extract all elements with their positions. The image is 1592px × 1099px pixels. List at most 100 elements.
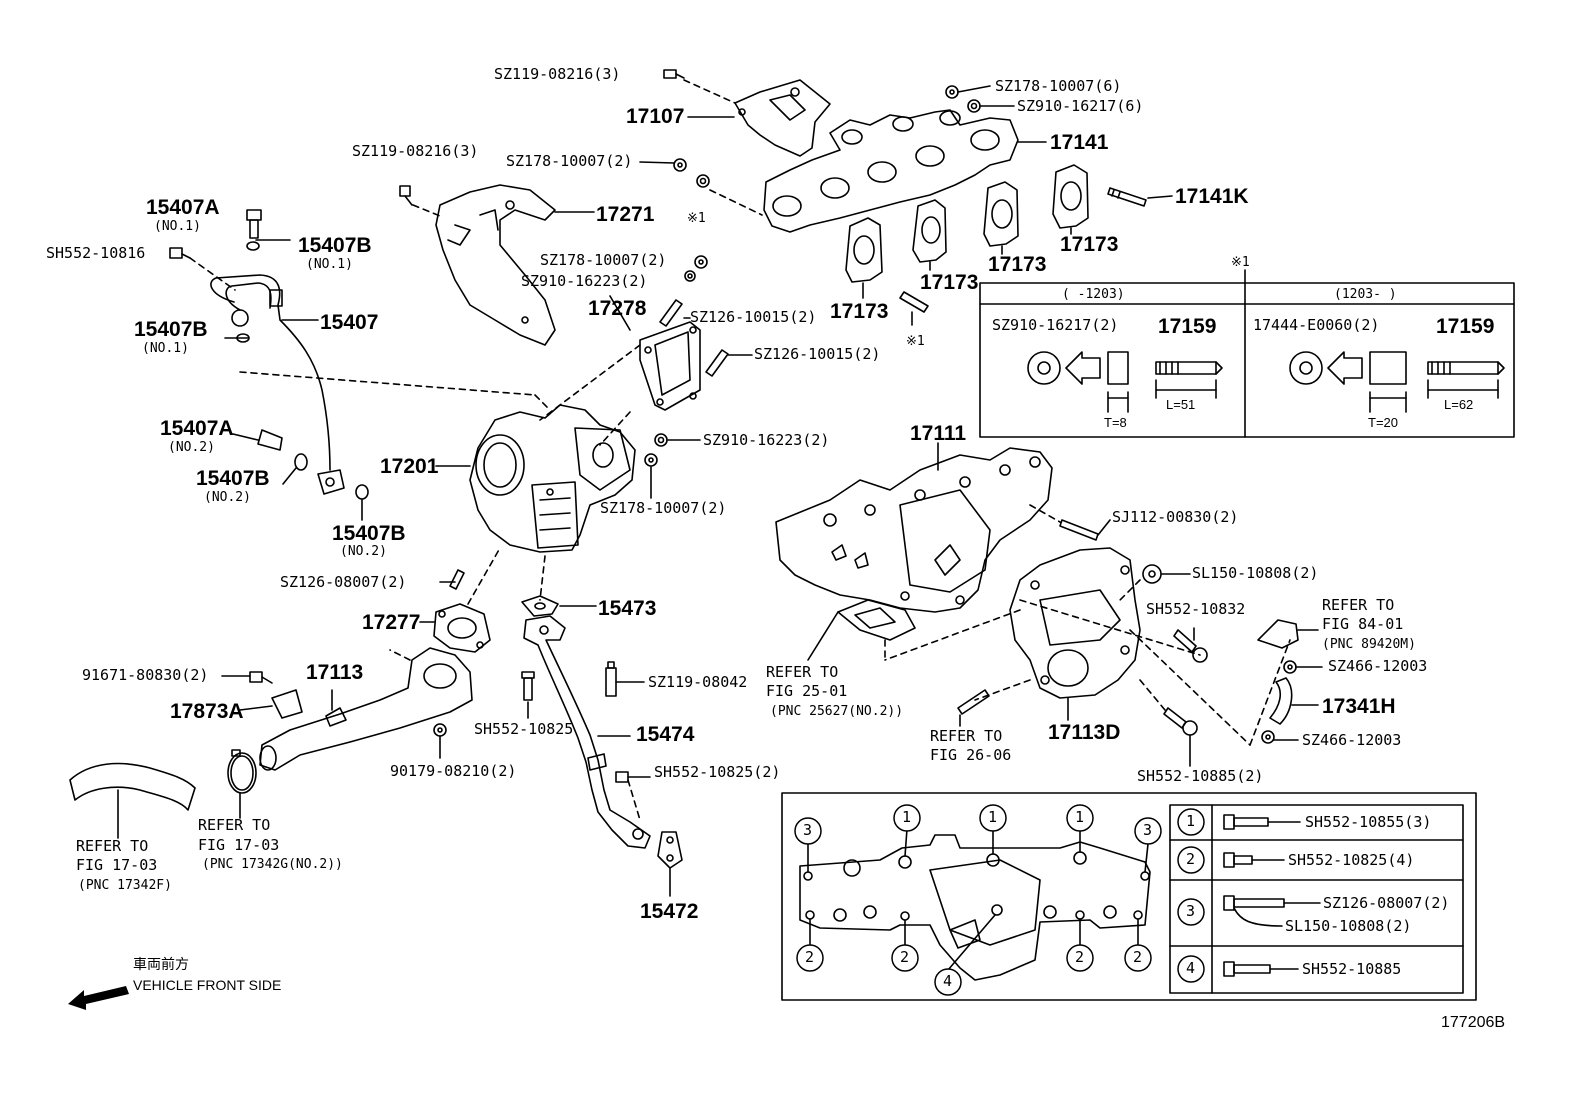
label-17111[interactable]: 17111 bbox=[910, 422, 967, 445]
intake-17113D-drawing bbox=[1009, 547, 1141, 699]
label-refer-17b-l1[interactable]: REFER TO bbox=[198, 816, 271, 834]
label-17173-c[interactable]: 17173 bbox=[988, 253, 1047, 276]
label-17173-d[interactable]: 17173 bbox=[1060, 233, 1119, 256]
label-sz466-12003-a[interactable]: SZ466-12003 bbox=[1328, 657, 1428, 675]
stud-table-right-washer[interactable]: 17444-E0060(2) bbox=[1253, 316, 1380, 334]
label-sz119-08216-left[interactable]: SZ119-08216(3) bbox=[352, 142, 479, 160]
label-sz126-08007[interactable]: SZ126-08007(2) bbox=[280, 573, 407, 591]
flange-17278-drawing bbox=[639, 321, 701, 411]
label-refer-25-l1[interactable]: REFER TO bbox=[766, 663, 839, 681]
stud-table-right-stud[interactable]: 17159 bbox=[1436, 315, 1495, 338]
stud-table-right-t: T=20 bbox=[1368, 415, 1398, 430]
label-sh552-10832[interactable]: SH552-10832 bbox=[1146, 600, 1246, 618]
hose-17341H bbox=[1269, 677, 1293, 725]
label-15472[interactable]: 15472 bbox=[640, 900, 699, 923]
label-sz119-08042[interactable]: SZ119-08042 bbox=[648, 673, 748, 691]
label-refer-17b-l2[interactable]: FIG 17-03 bbox=[198, 836, 280, 854]
label-17113[interactable]: 17113 bbox=[306, 661, 364, 684]
vehicle-front-jp: 車両前方 bbox=[133, 956, 189, 972]
label-17173-b[interactable]: 17173 bbox=[920, 271, 979, 294]
label-sz910-16217-6[interactable]: SZ910-16217(6) bbox=[1017, 97, 1144, 115]
label-sz178-10007-2-low[interactable]: SZ178-10007(2) bbox=[600, 499, 727, 517]
label-17107[interactable]: 17107 bbox=[626, 105, 685, 128]
label-refer-84-l3[interactable]: (PNC 89420M) bbox=[1322, 637, 1416, 652]
label-15407B-no2-b[interactable]: 15407B bbox=[332, 522, 406, 545]
label-17271[interactable]: 17271 bbox=[596, 203, 655, 226]
vehicle-front-en: VEHICLE FRONT SIDE bbox=[133, 977, 282, 993]
stud-table-left-washer[interactable]: SZ910-16217(2) bbox=[992, 316, 1119, 334]
marker-2-c: 2 bbox=[1075, 948, 1085, 966]
label-sh552-10885-2[interactable]: SH552-10885(2) bbox=[1137, 767, 1264, 785]
label-sz910-16223-2-low[interactable]: SZ910-16223(2) bbox=[703, 431, 830, 449]
bracket-17873A bbox=[271, 689, 303, 719]
label-15407[interactable]: 15407 bbox=[320, 311, 379, 334]
label-refer-25-l2[interactable]: FIG 25-01 bbox=[766, 682, 848, 700]
label-sz910-16223-2-top[interactable]: SZ910-16223(2) bbox=[521, 272, 648, 290]
legend-marker-3: 3 bbox=[1186, 902, 1196, 920]
label-refer-25-l3[interactable]: (PNC 25627(NO.2)) bbox=[770, 704, 904, 719]
label-sz178-10007-2-top[interactable]: SZ178-10007(2) bbox=[506, 152, 633, 170]
label-refer-26-l1[interactable]: REFER TO bbox=[930, 727, 1003, 745]
label-sz126-10015-b[interactable]: SZ126-10015(2) bbox=[754, 345, 881, 363]
studs-17278 bbox=[659, 299, 729, 377]
label-refer-26-l2[interactable]: FIG 26-06 bbox=[930, 746, 1012, 764]
label-refer-17a-l1[interactable]: REFER TO bbox=[76, 837, 149, 855]
label-17278[interactable]: 17278 bbox=[588, 297, 647, 320]
label-15474[interactable]: 15474 bbox=[636, 723, 695, 746]
label-17141K[interactable]: 17141K bbox=[1175, 185, 1249, 208]
label-refer-17a-l3[interactable]: (PNC 17342F) bbox=[78, 878, 172, 893]
label-15407B-no2-a[interactable]: 15407B bbox=[196, 467, 270, 490]
stud-table-right-range: (1203- ) bbox=[1334, 287, 1397, 302]
stud-SZ126-08007 bbox=[449, 569, 465, 590]
label-refer-84-l2[interactable]: FIG 84-01 bbox=[1322, 615, 1404, 633]
bolt-location-frame bbox=[781, 792, 1477, 1001]
hose-fig17 bbox=[69, 762, 196, 811]
label-15407B-no1-b[interactable]: 15407B bbox=[134, 318, 208, 341]
label-star1-c: ※1 bbox=[1231, 255, 1250, 270]
label-15407A-no1[interactable]: 15407A bbox=[146, 196, 220, 219]
label-17341H[interactable]: 17341H bbox=[1322, 695, 1396, 718]
label-15407A-no2[interactable]: 15407A bbox=[160, 417, 234, 440]
label-15473[interactable]: 15473 bbox=[598, 597, 657, 620]
legend-r3b[interactable]: SL150-10808(2) bbox=[1285, 917, 1412, 935]
label-15407B-no1-a[interactable]: 15407B bbox=[298, 234, 372, 257]
label-17113D[interactable]: 17113D bbox=[1048, 721, 1121, 744]
diagram-id: 177206B bbox=[1441, 1014, 1506, 1031]
label-refer-17a-l2[interactable]: FIG 17-03 bbox=[76, 856, 158, 874]
label-sz178-10007-6[interactable]: SZ178-10007(6) bbox=[995, 77, 1122, 95]
label-17873A[interactable]: 17873A bbox=[170, 700, 244, 723]
label-91671-80830[interactable]: 91671-80830(2) bbox=[82, 666, 209, 684]
label-sh552-10825[interactable]: SH552-10825 bbox=[474, 720, 574, 738]
label-sj112-00830[interactable]: SJ112-00830(2) bbox=[1112, 508, 1239, 526]
marker-3-a: 3 bbox=[803, 821, 813, 839]
stud-table-left-stud[interactable]: 17159 bbox=[1158, 315, 1217, 338]
legend-r3a[interactable]: SZ126-08007(2) bbox=[1323, 894, 1450, 912]
legend-r2[interactable]: SH552-10825(4) bbox=[1288, 851, 1415, 869]
label-17173-a[interactable]: 17173 bbox=[830, 300, 889, 323]
label-sz466-12003-b[interactable]: SZ466-12003 bbox=[1302, 731, 1402, 749]
label-sz178-10007-2-mid[interactable]: SZ178-10007(2) bbox=[540, 251, 667, 269]
label-sz119-08216-top[interactable]: SZ119-08216(3) bbox=[494, 65, 621, 83]
bracket-fig25 bbox=[837, 599, 916, 641]
label-sz126-10015-a[interactable]: SZ126-10015(2) bbox=[690, 308, 817, 326]
label-17201[interactable]: 17201 bbox=[380, 455, 439, 478]
label-sh552-10816[interactable]: SH552-10816 bbox=[46, 244, 146, 262]
label-sl150-10808[interactable]: SL150-10808(2) bbox=[1192, 564, 1319, 582]
bolt-legend-table bbox=[1169, 804, 1464, 994]
legend-r1[interactable]: SH552-10855(3) bbox=[1305, 813, 1432, 831]
legend-r4[interactable]: SH552-10885 bbox=[1302, 960, 1402, 978]
label-refer-84-l1[interactable]: REFER TO bbox=[1322, 596, 1395, 614]
label-90179-08210[interactable]: 90179-08210(2) bbox=[390, 762, 517, 780]
stud-fig26 bbox=[957, 689, 990, 715]
heat-insulator-17107-drawing bbox=[734, 79, 831, 157]
marker-2-b: 2 bbox=[900, 948, 910, 966]
marker-2-d: 2 bbox=[1133, 948, 1143, 966]
label-sh552-10825-2[interactable]: SH552-10825(2) bbox=[654, 763, 781, 781]
label-17141[interactable]: 17141 bbox=[1050, 131, 1109, 154]
label-no2-c: (NO.2) bbox=[340, 544, 387, 559]
hose-clamp bbox=[227, 749, 257, 794]
label-17277[interactable]: 17277 bbox=[362, 611, 421, 634]
legend-marker-2: 2 bbox=[1186, 850, 1196, 868]
label-refer-17b-l3[interactable]: (PNC 17342G(NO.2)) bbox=[202, 857, 343, 872]
